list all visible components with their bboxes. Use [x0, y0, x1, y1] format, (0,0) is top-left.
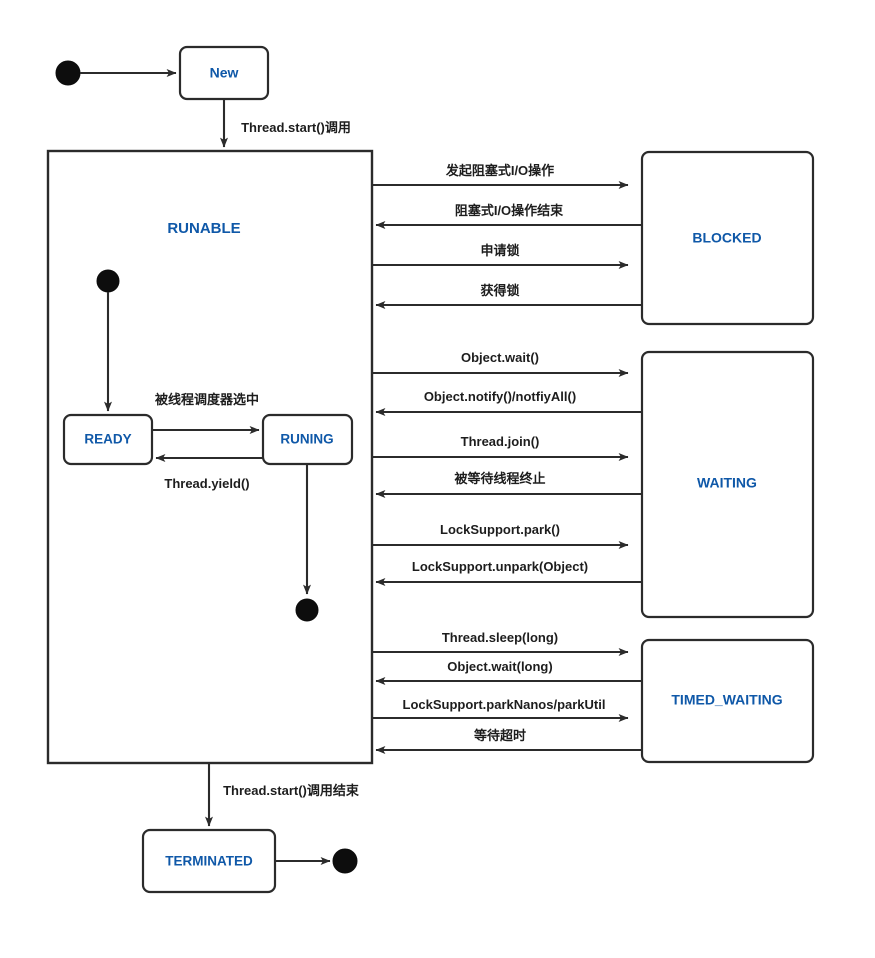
edge-runable-to-terminated-label: Thread.start()调用结束	[223, 783, 360, 798]
state-waiting-label: WAITING	[697, 475, 757, 491]
state-new-label: New	[210, 65, 239, 81]
edge-blocked-1-label: 阻塞式I/O操作结束	[455, 203, 564, 218]
state-terminated-label: TERMINATED	[165, 854, 253, 869]
edge-waiting-4-label: LockSupport.park()	[440, 522, 560, 537]
edge-blocked-2-label: 申请锁	[480, 243, 519, 258]
state-runing-label: RUNING	[280, 432, 333, 447]
runable-final-dot	[295, 598, 319, 622]
final-state-dot	[332, 848, 358, 874]
runable-initial-dot	[96, 269, 120, 293]
edge-waiting-2-label: Thread.join()	[461, 434, 540, 449]
state-runable-label: RUNABLE	[167, 220, 240, 237]
edge-waiting-0-label: Object.wait()	[461, 350, 539, 365]
edge-timed-2-label: LockSupport.parkNanos/parkUtil	[403, 697, 606, 712]
edge-waiting-5-label: LockSupport.unpark(Object)	[412, 559, 588, 574]
edge-timed-0-label: Thread.sleep(long)	[442, 630, 558, 645]
initial-state-dot	[55, 60, 81, 86]
edge-ready-to-runing-label: 被线程调度器选中	[154, 392, 259, 407]
state-timed-waiting-label: TIMED_WAITING	[671, 692, 782, 708]
edge-runing-to-ready-label: Thread.yield()	[164, 476, 249, 491]
edge-waiting-1-label: Object.notify()/notfiyAll()	[424, 389, 576, 404]
state-blocked-label: BLOCKED	[692, 230, 761, 246]
edge-blocked-0-label: 发起阻塞式I/O操作	[445, 163, 554, 178]
state-waiting-box[interactable]	[640, 350, 815, 619]
edge-new-to-runable-label: Thread.start()调用	[241, 120, 351, 135]
edge-blocked-3-label: 获得锁	[480, 283, 519, 298]
edge-waiting-3-label: 被等待线程终止	[453, 471, 545, 486]
state-timed-waiting-box[interactable]	[640, 638, 815, 764]
state-blocked-box[interactable]	[640, 150, 815, 326]
state-ready-box[interactable]	[62, 413, 154, 466]
edge-timed-3-label: 等待超时	[473, 728, 526, 743]
state-ready-label: READY	[84, 432, 131, 447]
edge-timed-1-label: Object.wait(long)	[447, 659, 552, 674]
